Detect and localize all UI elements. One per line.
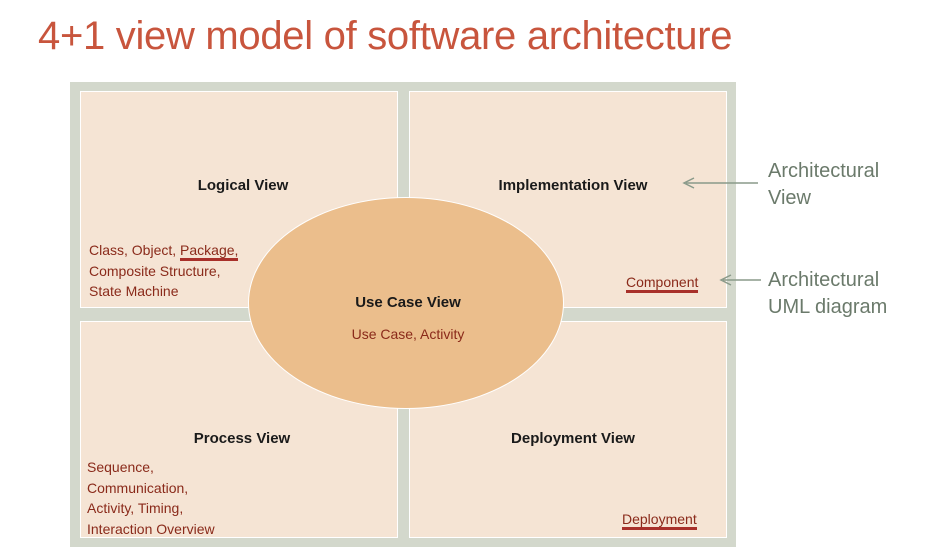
- diagram-composite-structure: Composite Structure,: [89, 262, 221, 279]
- legend-architectural-view: Architectural View: [768, 158, 879, 212]
- implementation-view-title: Implementation View: [498, 177, 648, 194]
- diagram-interaction-overview: Interaction Overview: [87, 520, 215, 537]
- deployment-view-title: Deployment View: [511, 430, 635, 447]
- logical-view-title: Logical View: [197, 177, 289, 194]
- legend-uml-diagram-line1: Architectural: [768, 269, 880, 291]
- diagram-deployment: Deployment: [622, 511, 697, 530]
- diagram-class-object: Class, Object,: [89, 242, 181, 258]
- logical-view-diagrams: Class, Object, Package, Composite Struct…: [89, 240, 239, 302]
- diagram-state-machine: State Machine: [89, 283, 179, 299]
- diagram-package: Package,: [180, 242, 239, 261]
- legend-uml-diagram: Architectural UML diagram: [768, 267, 887, 321]
- diagram-activity-timing: Activity, Timing,: [87, 500, 184, 516]
- process-view-title: Process View: [193, 430, 291, 447]
- deployment-view-diagrams: Deployment: [622, 509, 697, 530]
- uml-diagram-arrow: [719, 274, 761, 286]
- use-case-view-title: Use Case View: [355, 294, 461, 311]
- process-view-diagrams: Sequence, Communication, Activity, Timin…: [87, 457, 215, 539]
- legend-architectural-view-line2: View: [768, 187, 811, 209]
- legend-uml-diagram-line2: UML diagram: [768, 296, 888, 318]
- use-case-view-diagrams: Use Case, Activity: [351, 326, 465, 342]
- legend-architectural-view-line1: Architectural: [768, 160, 880, 182]
- diagram-communication: Communication,: [87, 479, 189, 496]
- deployment-view-box: [409, 321, 727, 538]
- diagram-sequence: Sequence,: [87, 459, 154, 475]
- implementation-view-diagrams: Component: [626, 272, 699, 293]
- use-case-view-ellipse: [248, 197, 564, 409]
- diagram-component: Component: [626, 274, 699, 293]
- page-title: 4+1 view model of software architecture: [38, 14, 733, 58]
- architectural-view-arrow: [682, 177, 758, 189]
